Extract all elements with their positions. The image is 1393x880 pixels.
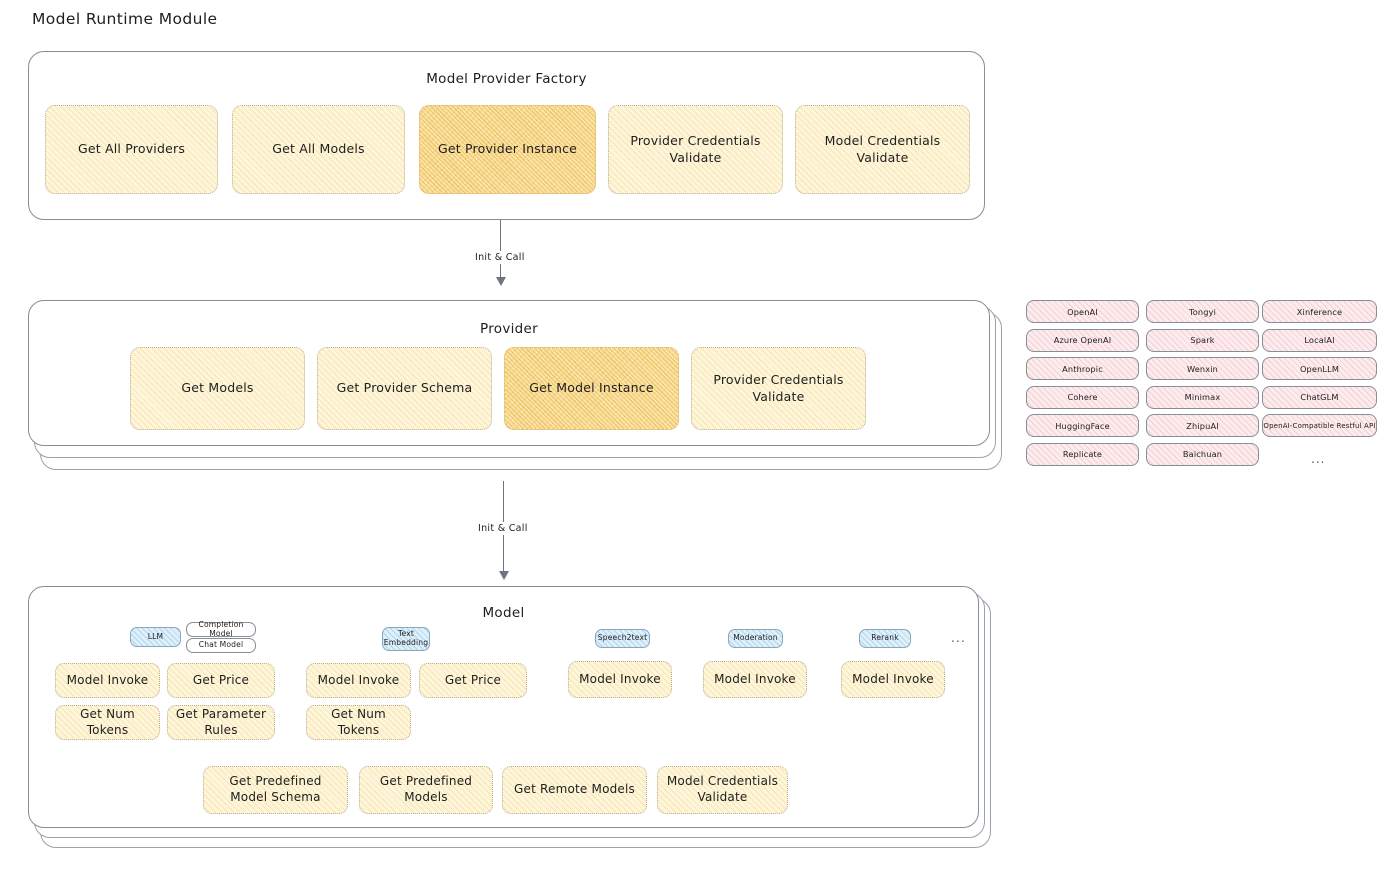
provider-chip-openllm[interactable]: OpenLLM: [1262, 357, 1377, 380]
model-common-get-remote-models[interactable]: Get Remote Models: [502, 766, 647, 814]
provider-chip-wenxin[interactable]: Wenxin: [1146, 357, 1259, 380]
provider-chip-openai[interactable]: OpenAI: [1026, 300, 1139, 323]
model-type-tag-text-embedding[interactable]: Text Embedding: [382, 627, 430, 651]
model-type-tag-speech2text[interactable]: Speech2text: [595, 629, 650, 648]
arrow-factory-to-provider-head: [496, 277, 506, 286]
text-embedding-method-model-invoke[interactable]: Model Invoke: [306, 663, 411, 698]
provider-list-ellipsis: ...: [1311, 452, 1326, 466]
panel-title-factory: Model Provider Factory: [426, 71, 587, 87]
provider-chip-minimax[interactable]: Minimax: [1146, 385, 1259, 409]
provider-chip-anthropic[interactable]: Anthropic: [1026, 357, 1139, 380]
factory-box-model-credentials-validate[interactable]: Model Credentials Validate: [795, 105, 970, 194]
model-type-tag-llm[interactable]: LLM: [130, 627, 181, 647]
provider-chip-baichuan[interactable]: Baichuan: [1146, 442, 1259, 466]
speech2text-method-model-invoke[interactable]: Model Invoke: [568, 661, 672, 698]
model-types-ellipsis: ...: [951, 631, 967, 645]
provider-chip-localai[interactable]: LocalAI: [1262, 328, 1377, 352]
llm-method-get-price[interactable]: Get Price: [167, 663, 275, 698]
page-title: Model Runtime Module: [32, 10, 218, 28]
text-embedding-method-get-price[interactable]: Get Price: [419, 663, 527, 698]
llm-method-model-invoke[interactable]: Model Invoke: [55, 663, 160, 698]
model-common-get-predefined-model-schema[interactable]: Get Predefined Model Schema: [203, 766, 348, 814]
provider-box-get-model-instance[interactable]: Get Model Instance: [504, 347, 679, 430]
rerank-method-model-invoke[interactable]: Model Invoke: [841, 661, 945, 698]
arrow-factory-to-provider-label: Init & Call: [471, 251, 529, 264]
factory-box-provider-credentials-validate[interactable]: Provider Credentials Validate: [608, 105, 783, 194]
provider-chip-azure-openai[interactable]: Azure OpenAI: [1026, 328, 1139, 352]
provider-chip-openai-compatible-restful-api[interactable]: OpenAI-Compatible Restful API: [1262, 414, 1377, 437]
provider-chip-spark[interactable]: Spark: [1146, 328, 1259, 352]
model-type-tag-rerank[interactable]: Rerank: [859, 629, 911, 648]
llm-method-get-num-tokens[interactable]: Get Num Tokens: [55, 705, 160, 740]
panel-title-model: Model: [482, 605, 525, 621]
model-common-model-credentials-validate[interactable]: Model Credentials Validate: [657, 766, 788, 814]
provider-chip-zhipuai[interactable]: ZhipuAI: [1146, 414, 1259, 437]
arrow-provider-to-model-head: [499, 571, 509, 580]
factory-box-get-provider-instance[interactable]: Get Provider Instance: [419, 105, 596, 194]
provider-chip-replicate[interactable]: Replicate: [1026, 442, 1139, 466]
factory-box-get-all-models[interactable]: Get All Models: [232, 105, 405, 194]
moderation-method-model-invoke[interactable]: Model Invoke: [703, 661, 807, 698]
text-embedding-method-get-num-tokens[interactable]: Get Num Tokens: [306, 705, 411, 740]
factory-box-get-all-providers[interactable]: Get All Providers: [45, 105, 218, 194]
provider-chip-huggingface[interactable]: HuggingFace: [1026, 414, 1139, 437]
provider-chip-cohere[interactable]: Cohere: [1026, 385, 1139, 409]
panel-title-provider: Provider: [480, 321, 538, 337]
model-type-tag-moderation[interactable]: Moderation: [728, 629, 783, 648]
provider-chip-tongyi[interactable]: Tongyi: [1146, 300, 1259, 323]
provider-box-get-models[interactable]: Get Models: [130, 347, 305, 430]
provider-box-get-provider-schema[interactable]: Get Provider Schema: [317, 347, 492, 430]
model-common-get-predefined-models[interactable]: Get Predefined Models: [359, 766, 493, 814]
provider-chip-xinference[interactable]: Xinference: [1262, 300, 1377, 323]
provider-box-provider-credentials-validate[interactable]: Provider Credentials Validate: [691, 347, 866, 430]
arrow-provider-to-model-label: Init & Call: [474, 522, 532, 535]
llm-method-get-parameter-rules[interactable]: Get Parameter Rules: [167, 705, 275, 740]
model-subtag-completion-model[interactable]: Completion Model: [186, 620, 256, 637]
model-subtag-chat-model[interactable]: Chat Model: [186, 638, 256, 653]
provider-chip-chatglm[interactable]: ChatGLM: [1262, 385, 1377, 409]
